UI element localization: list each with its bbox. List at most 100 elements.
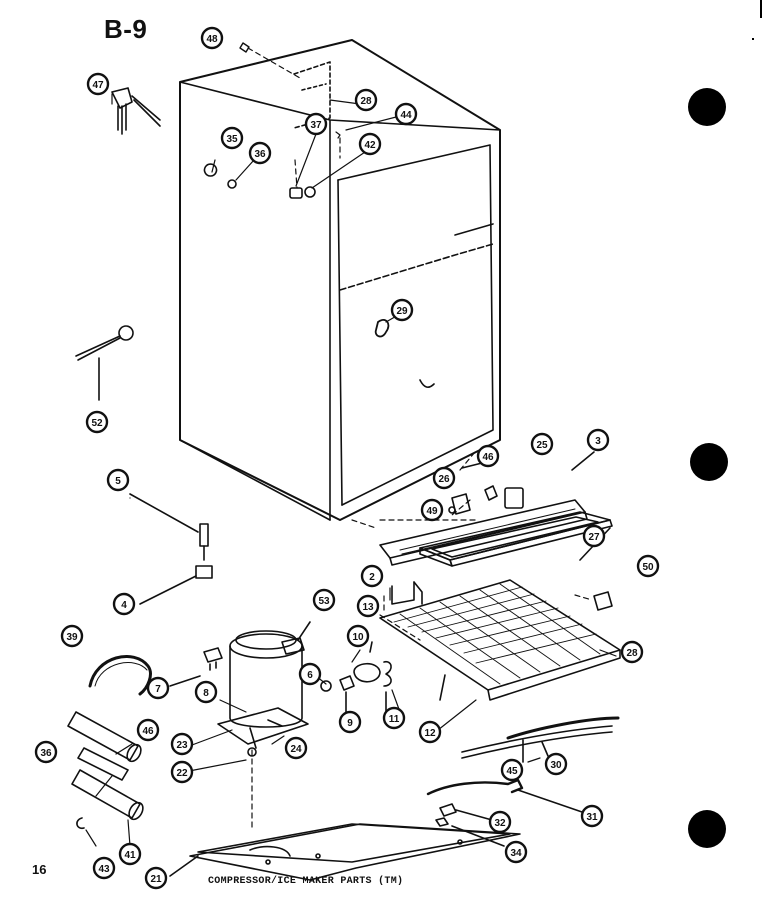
svg-text:25: 25 bbox=[536, 440, 548, 451]
svg-text:23: 23 bbox=[176, 740, 188, 751]
callout-41: 41 bbox=[118, 842, 142, 866]
svg-text:28: 28 bbox=[360, 96, 372, 107]
svg-text:32: 32 bbox=[494, 818, 506, 829]
callout-47: 47 bbox=[86, 72, 110, 96]
callout-36-bottom: 36 bbox=[34, 740, 58, 764]
callout-52: 52 bbox=[85, 410, 109, 434]
svg-text:21: 21 bbox=[150, 874, 162, 885]
callout-49: 49 bbox=[420, 498, 444, 522]
callout-9: 9 bbox=[338, 710, 362, 734]
svg-text:45: 45 bbox=[506, 766, 518, 777]
page-title: B-9 bbox=[104, 14, 148, 44]
svg-text:46: 46 bbox=[142, 726, 154, 737]
svg-text:42: 42 bbox=[364, 140, 376, 151]
binder-hole-middle bbox=[690, 443, 728, 481]
binder-hole-top bbox=[688, 88, 726, 126]
svg-text:13: 13 bbox=[362, 602, 374, 613]
callout-12: 12 bbox=[418, 720, 442, 744]
svg-text:36: 36 bbox=[254, 149, 266, 160]
margin-speck bbox=[752, 38, 754, 40]
binder-hole-bottom bbox=[688, 810, 726, 848]
svg-text:24: 24 bbox=[290, 744, 302, 755]
svg-text:6: 6 bbox=[307, 670, 313, 681]
compressor-8 bbox=[217, 630, 309, 749]
callout-45: 45 bbox=[500, 758, 524, 782]
callout-35: 35 bbox=[220, 126, 244, 150]
svg-text:53: 53 bbox=[318, 596, 330, 607]
base-plate-21 bbox=[169, 823, 521, 881]
callout-2: 2 bbox=[360, 564, 384, 588]
svg-text:9: 9 bbox=[347, 718, 353, 729]
callout-32: 32 bbox=[488, 810, 512, 834]
callout-53: 53 bbox=[312, 588, 336, 612]
callout-42: 42 bbox=[358, 132, 382, 156]
callout-46-hinge: 46 bbox=[476, 444, 500, 468]
page-number: 16 bbox=[32, 862, 47, 877]
svg-text:36: 36 bbox=[40, 748, 52, 759]
callout-25: 25 bbox=[530, 432, 554, 456]
svg-text:12: 12 bbox=[424, 728, 436, 739]
condenser-grid-12 bbox=[379, 579, 621, 701]
callout-37: 37 bbox=[304, 112, 328, 136]
callout-48-top: 48 bbox=[200, 26, 224, 50]
svg-text:37: 37 bbox=[310, 120, 322, 131]
figure-caption: COMPRESSOR/ICE MAKER PARTS (TM) bbox=[208, 876, 404, 887]
callout-43: 43 bbox=[92, 856, 116, 880]
svg-text:11: 11 bbox=[389, 714, 400, 725]
svg-text:29: 29 bbox=[396, 306, 408, 317]
svg-text:22: 22 bbox=[176, 768, 188, 779]
icemaker-valve-47 bbox=[111, 87, 161, 135]
svg-text:3: 3 bbox=[595, 436, 601, 447]
callout-22: 22 bbox=[170, 760, 194, 784]
callout-3: 3 bbox=[586, 428, 610, 452]
callout-label-48: 48 bbox=[206, 34, 218, 45]
svg-text:39: 39 bbox=[66, 632, 78, 643]
callout-39: 39 bbox=[60, 624, 84, 648]
callout-13: 13 bbox=[356, 594, 380, 618]
callout-50: 50 bbox=[636, 554, 660, 578]
svg-text:2: 2 bbox=[369, 572, 375, 583]
callout-24: 24 bbox=[284, 736, 308, 760]
svg-text:5: 5 bbox=[115, 476, 121, 487]
callout-26: 26 bbox=[432, 466, 456, 490]
callout-5: 5 bbox=[106, 468, 130, 492]
svg-text:8: 8 bbox=[203, 688, 209, 699]
callout-7: 7 bbox=[146, 676, 170, 700]
svg-text:28: 28 bbox=[626, 648, 638, 659]
svg-text:31: 31 bbox=[586, 812, 598, 823]
callout-8: 8 bbox=[194, 680, 218, 704]
refrigerator-cabinet bbox=[179, 39, 501, 521]
svg-text:26: 26 bbox=[438, 474, 450, 485]
callout-10: 10 bbox=[346, 624, 370, 648]
svg-text:50: 50 bbox=[642, 562, 654, 573]
svg-text:46: 46 bbox=[482, 452, 494, 463]
callout-6: 6 bbox=[298, 662, 322, 686]
power-cord-52 bbox=[75, 325, 134, 401]
callout-44: 44 bbox=[394, 102, 418, 126]
svg-text:49: 49 bbox=[426, 506, 438, 517]
svg-text:35: 35 bbox=[226, 134, 238, 145]
callout-21: 21 bbox=[144, 866, 168, 890]
callout-4: 4 bbox=[112, 592, 136, 616]
svg-text:10: 10 bbox=[352, 632, 364, 643]
svg-text:47: 47 bbox=[92, 80, 104, 91]
callout-23: 23 bbox=[170, 732, 194, 756]
callout-31: 31 bbox=[580, 804, 604, 828]
callout-36-top: 36 bbox=[248, 141, 272, 165]
callout-46-tube: 46 bbox=[136, 718, 160, 742]
svg-text:4: 4 bbox=[121, 600, 127, 611]
callout-34: 34 bbox=[504, 840, 528, 864]
margin-tick bbox=[760, 0, 762, 18]
svg-text:27: 27 bbox=[588, 532, 600, 543]
callout-29: 29 bbox=[390, 298, 414, 322]
callout-11: 11 bbox=[382, 706, 406, 730]
svg-text:52: 52 bbox=[91, 418, 103, 429]
svg-text:43: 43 bbox=[98, 864, 110, 875]
svg-text:34: 34 bbox=[510, 848, 522, 859]
svg-text:7: 7 bbox=[155, 684, 161, 695]
callout-27: 27 bbox=[582, 524, 606, 548]
svg-text:30: 30 bbox=[550, 760, 562, 771]
callout-30: 30 bbox=[544, 752, 568, 776]
callout-28-top: 28 bbox=[354, 88, 378, 112]
